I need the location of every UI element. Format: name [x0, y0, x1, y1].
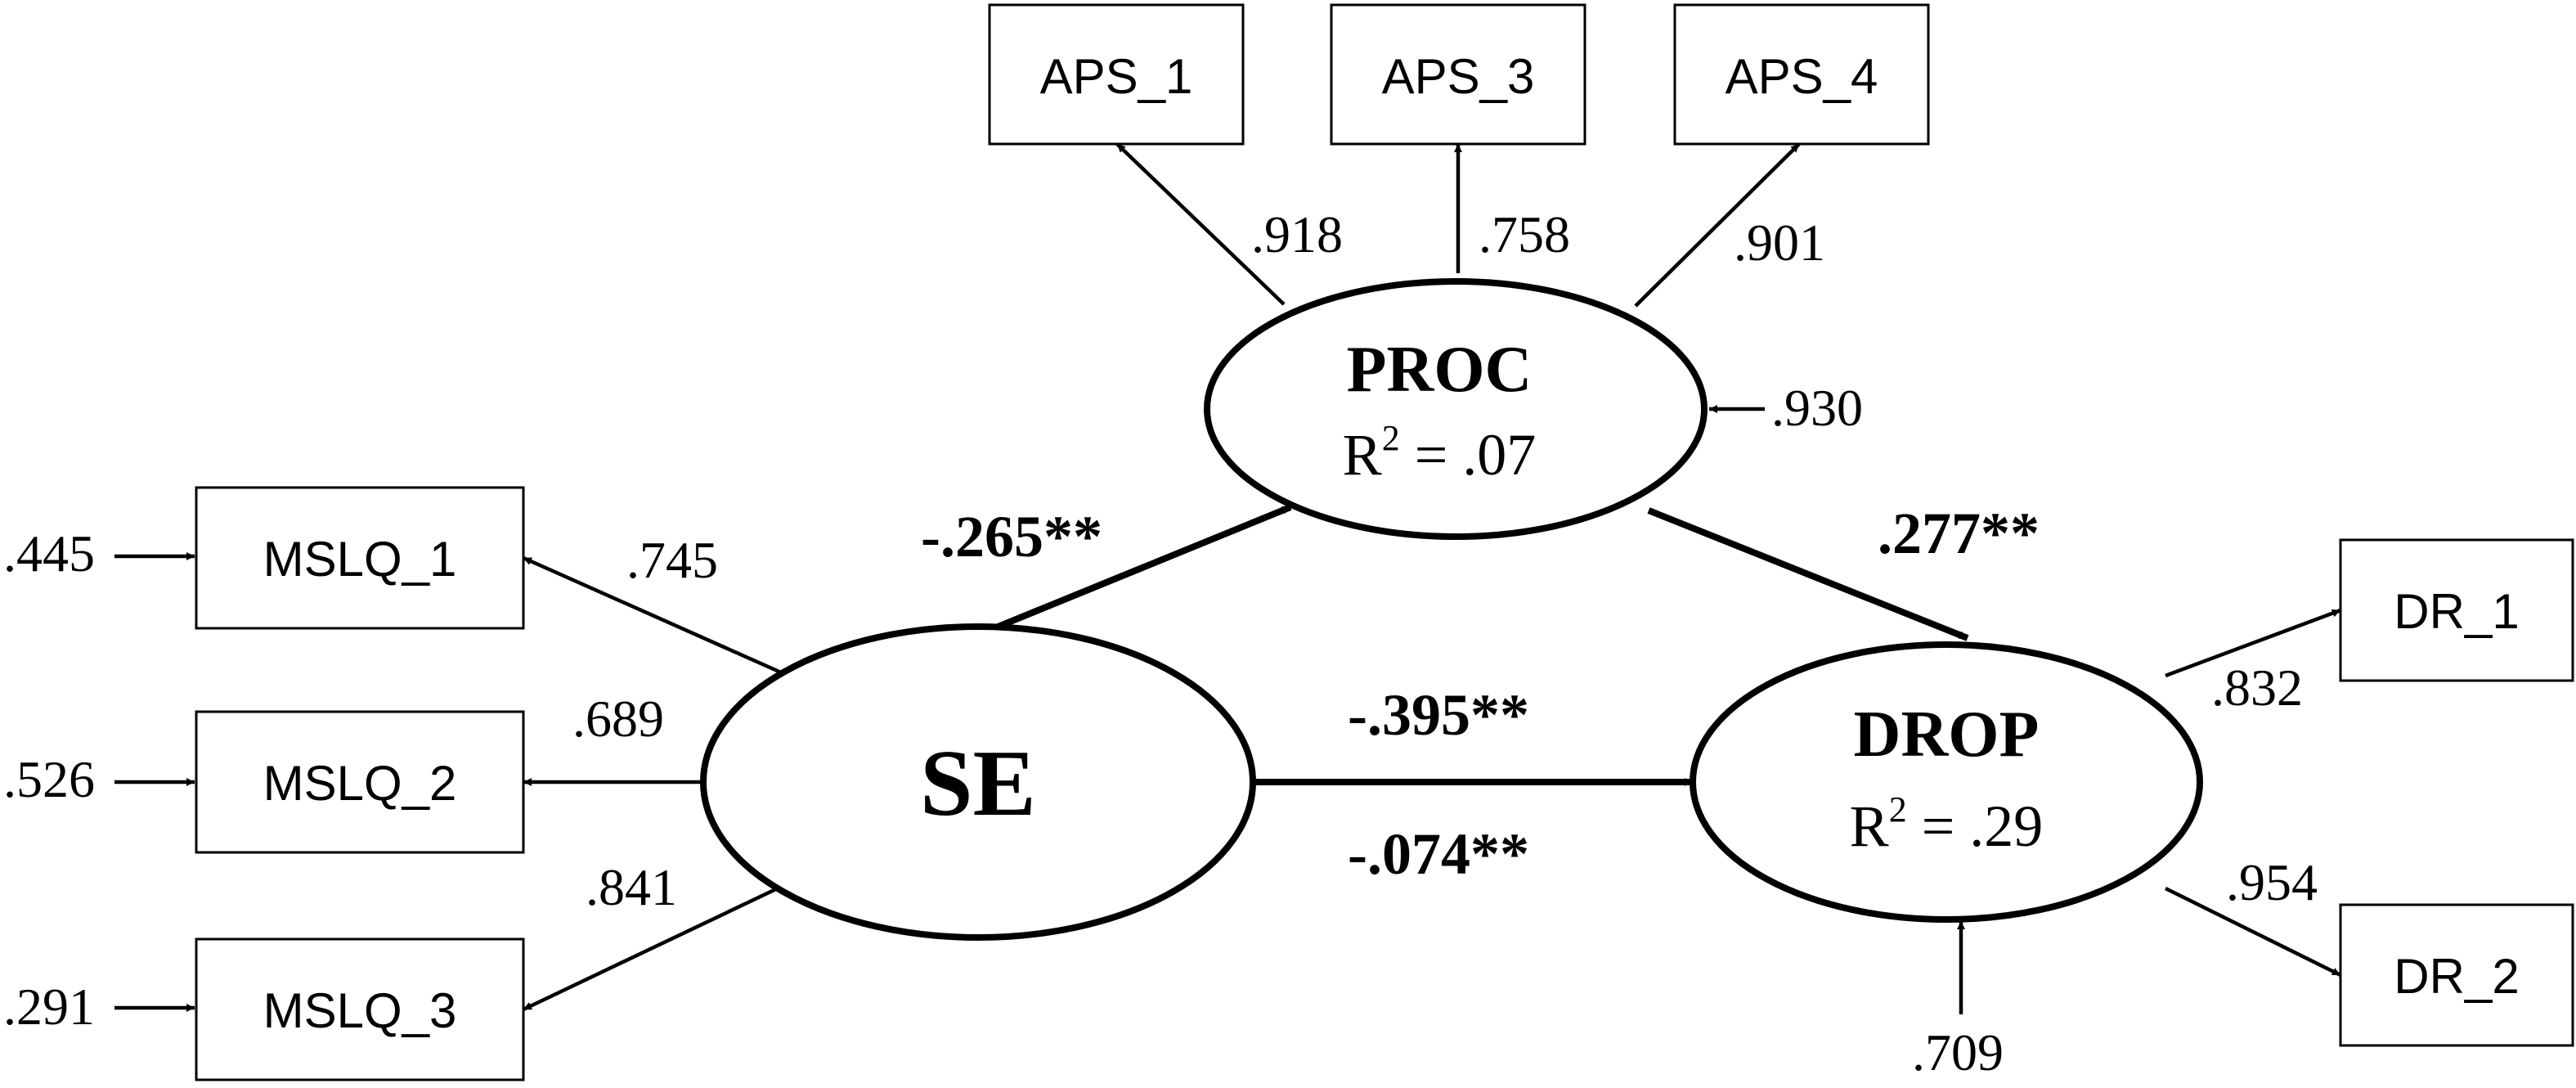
- indicator-aps-1: APS_1: [988, 3, 1245, 146]
- indicator-aps-4-label: APS_4: [1726, 49, 1878, 104]
- latent-proc-r2: R2 = .07: [1343, 418, 1537, 488]
- latent-se-name: SE: [920, 731, 1036, 836]
- loading-aps-1: .918: [1251, 205, 1343, 263]
- coef-proc-drop: .277**: [1878, 501, 2040, 566]
- indicator-mslq-3: MSLQ_3: [195, 937, 525, 1081]
- indicator-dr-2-label: DR_2: [2394, 949, 2519, 1004]
- loading-aps-3: .758: [1479, 205, 1570, 263]
- loading-aps-4: .901: [1734, 214, 1825, 272]
- coef-se-drop-indirect: -.074**: [1348, 821, 1529, 887]
- loading-dr-2: .954: [2226, 853, 2318, 911]
- error-mslq-3: .291: [3, 978, 95, 1036]
- arrow-se-mslq-3: [523, 884, 782, 1012]
- error-drop: .709: [1912, 1023, 2004, 1081]
- latent-drop-name: DROP: [1854, 699, 2040, 771]
- loading-dr-1: .832: [2211, 659, 2303, 717]
- indicator-aps-3-label: APS_3: [1382, 49, 1535, 104]
- latent-proc: PROC R2 = .07: [1204, 278, 1708, 540]
- loading-mslq-1: .745: [626, 531, 718, 589]
- coef-se-proc: -.265**: [921, 504, 1102, 569]
- indicator-mslq-3-label: MSLQ_3: [263, 983, 457, 1038]
- error-mslq-1: .445: [3, 524, 95, 582]
- indicator-aps-1-label: APS_1: [1040, 49, 1193, 104]
- latent-proc-name: PROC: [1347, 334, 1533, 406]
- error-mslq-2: .526: [3, 750, 95, 808]
- indicator-aps-4: APS_4: [1673, 3, 1930, 146]
- path-proc-drop: [1647, 507, 1969, 641]
- latent-drop-r2: R2 = .29: [1850, 789, 2044, 859]
- indicator-aps-3: APS_3: [1330, 3, 1586, 146]
- arrow-proc-aps-1: [1115, 142, 1286, 306]
- indicator-mslq-1: MSLQ_1: [195, 486, 525, 630]
- arrow-se-mslq-1: [523, 555, 782, 675]
- indicator-mslq-2-label: MSLQ_2: [263, 756, 457, 811]
- error-proc: .930: [1771, 379, 1863, 437]
- loading-mslq-2: .689: [572, 690, 664, 748]
- latent-se: SE: [700, 623, 1256, 941]
- arrow-proc-aps-4: [1634, 142, 1801, 308]
- indicator-dr-2: DR_2: [2339, 903, 2574, 1047]
- latent-drop: DROP R2 = .29: [1690, 641, 2203, 923]
- indicator-mslq-2: MSLQ_2: [195, 710, 525, 854]
- loading-mslq-3: .841: [586, 858, 677, 916]
- coef-se-drop-direct: -.395**: [1348, 682, 1529, 748]
- indicator-mslq-1-label: MSLQ_1: [263, 532, 457, 587]
- arrow-drop-dr-2: [2165, 886, 2341, 978]
- arrow-drop-dr-1: [2165, 608, 2341, 678]
- indicator-dr-1-label: DR_1: [2394, 584, 2519, 639]
- indicator-dr-1: DR_1: [2339, 538, 2574, 682]
- path-se-proc: [976, 504, 1292, 638]
